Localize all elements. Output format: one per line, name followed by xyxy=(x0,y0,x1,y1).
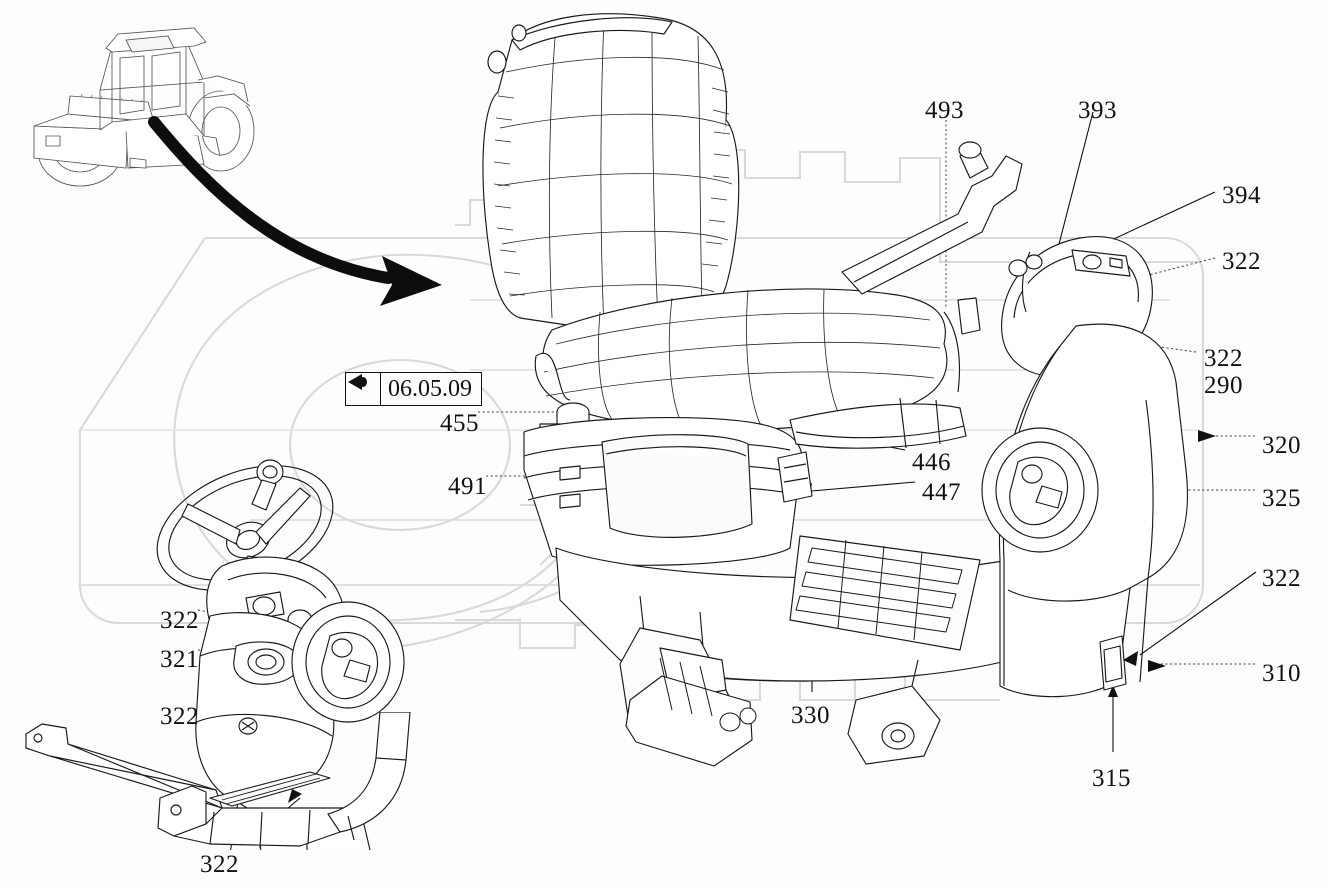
callout-447-13: 447 xyxy=(922,479,961,506)
control-arm-493 xyxy=(841,141,1023,295)
callout-322-19: 322 xyxy=(200,851,239,878)
pointer-arrow-icon xyxy=(148,116,442,306)
support-arm-bracket xyxy=(25,712,411,849)
callout-491-15: 491 xyxy=(448,473,487,500)
callout-322-8: 322 xyxy=(1262,565,1301,592)
center-cross-member xyxy=(777,397,967,503)
seat-base-491 xyxy=(523,416,803,566)
callout-290-5: 290 xyxy=(1204,372,1243,399)
callout-330-11: 330 xyxy=(791,702,830,729)
view-marker-date: 06.05.09 xyxy=(388,375,472,402)
footrest-ribbed-plate xyxy=(789,535,981,651)
view-direction-arrow-icon xyxy=(346,373,381,405)
callout-322-4: 322 xyxy=(1204,345,1243,372)
callout-393-1: 393 xyxy=(1078,97,1117,124)
callout-321-17: 321 xyxy=(160,646,199,673)
callout-315-10: 315 xyxy=(1092,765,1131,792)
seat-cushion xyxy=(534,288,948,431)
callout-322-16: 322 xyxy=(160,607,199,634)
callout-325-7: 325 xyxy=(1262,485,1301,512)
callout-322-18: 322 xyxy=(160,703,199,730)
seat-backrest xyxy=(482,13,740,331)
pedal-cluster xyxy=(619,627,757,767)
callout-310-9: 310 xyxy=(1262,660,1301,687)
callout-394-2: 394 xyxy=(1222,182,1261,209)
console-circular-recess xyxy=(291,601,405,723)
callout-446-12: 446 xyxy=(912,449,951,476)
view-direction-marker[interactable]: 06.05.09 xyxy=(345,372,482,406)
callout-320-6: 320 xyxy=(1262,432,1301,459)
callout-493-0: 493 xyxy=(925,97,964,124)
rear-support-rail xyxy=(943,297,981,393)
callout-322-3: 322 xyxy=(1222,248,1261,275)
right-foot-bracket xyxy=(847,659,941,765)
right-fender-cowl xyxy=(981,323,1189,698)
callout-455-14: 455 xyxy=(440,410,479,437)
